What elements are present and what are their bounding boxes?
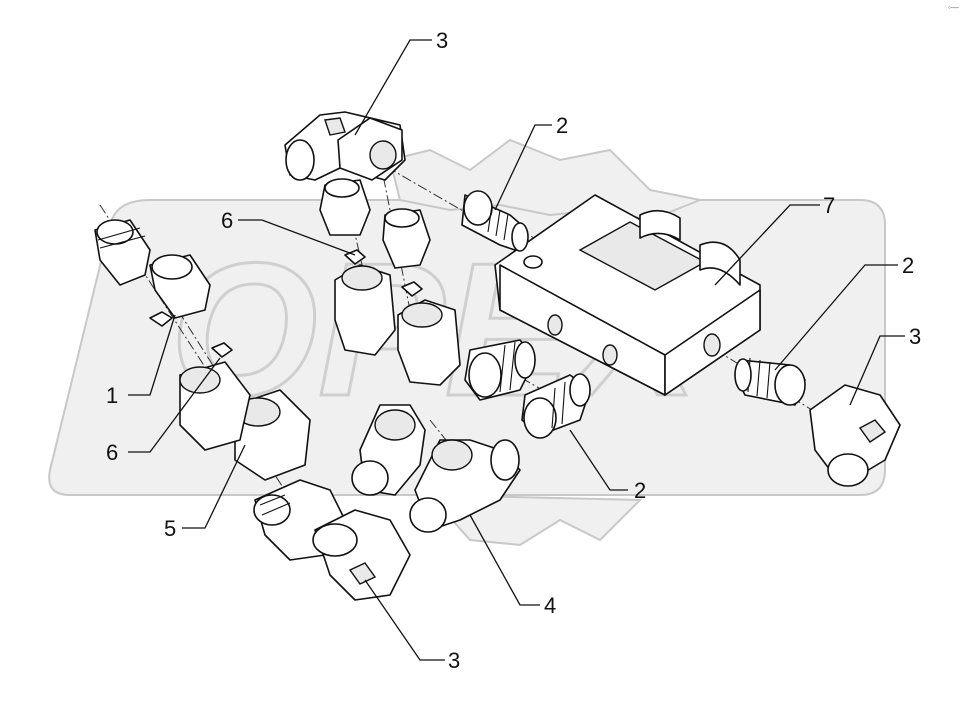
stud-fitting-left-1 [94, 219, 151, 286]
callout-6-left: 6 [106, 440, 118, 465]
tee-4-upper [351, 404, 426, 496]
nut-center-2 [397, 299, 461, 386]
callouts: 3 2 7 6 2 3 1 6 5 2 4 3 [106, 28, 921, 673]
leader-lines [128, 39, 905, 661]
clip-1 [149, 311, 173, 327]
elbow-3-bottom [312, 509, 411, 601]
manifold-block [494, 194, 761, 396]
stud-fitting-center-1 [319, 178, 371, 236]
callout-3-bottom: 3 [448, 648, 460, 673]
corner-mark: ◦— [948, 3, 959, 12]
callout-3-top: 3 [436, 28, 448, 53]
callout-6-top: 6 [221, 208, 233, 233]
callout-2-right: 2 [902, 253, 914, 278]
fitting-2-mid [464, 339, 536, 401]
washer-6-left [211, 342, 233, 358]
callout-7: 7 [823, 193, 835, 218]
callout-2-top: 2 [556, 113, 568, 138]
callout-2-bottom: 2 [634, 478, 646, 503]
fitting-2-top [461, 190, 529, 252]
fitting-2-right [734, 357, 806, 406]
elbow-3-top [284, 111, 406, 181]
fitting-2-bottom [521, 373, 591, 439]
callout-3-right: 3 [909, 324, 921, 349]
stud-fitting-center-2 [382, 208, 431, 269]
tee-4-lower [409, 439, 521, 533]
adapter-5-back [179, 361, 251, 451]
stud-fitting-left-2 [149, 254, 211, 319]
washer-6-mid [401, 281, 423, 297]
watermark-gear-teeth [388, 138, 704, 222]
elbow-3-right [809, 384, 901, 487]
callout-1: 1 [106, 383, 118, 408]
nut-center-1 [334, 264, 396, 356]
callout-5: 5 [164, 516, 176, 541]
callout-4: 4 [544, 593, 556, 618]
